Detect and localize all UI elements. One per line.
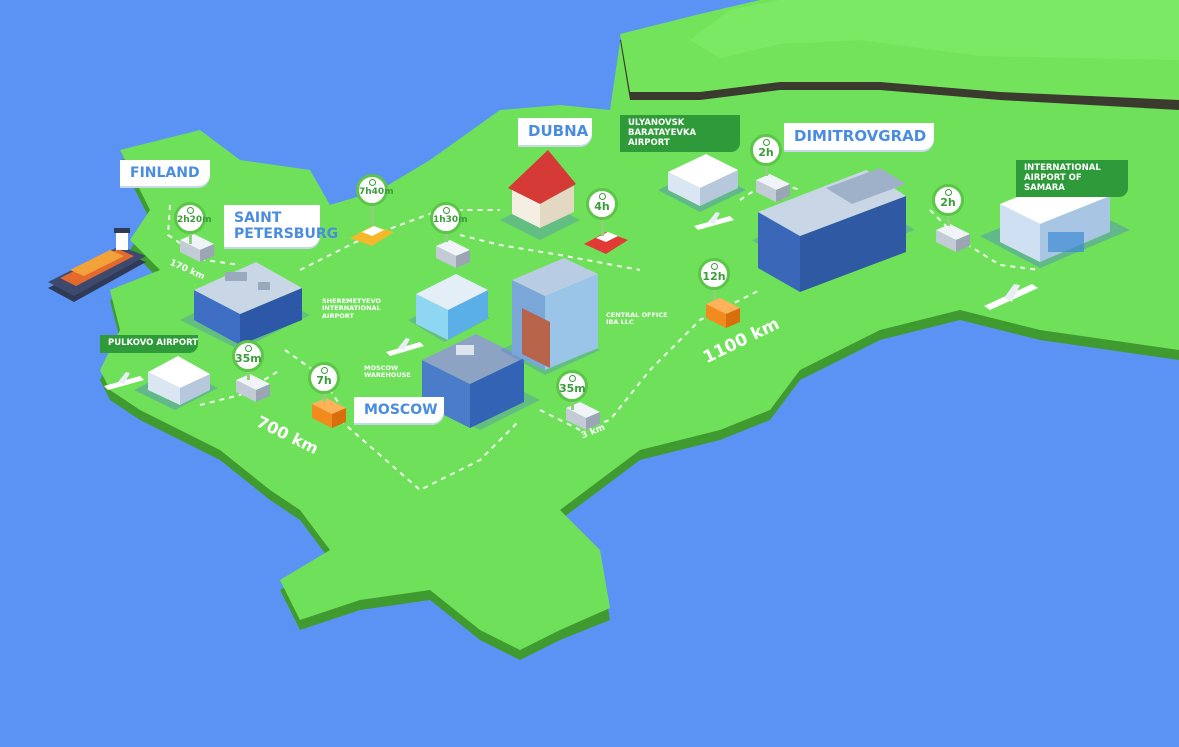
airplane-icon [386, 338, 424, 356]
car-icon [350, 226, 394, 246]
truck-icon [706, 298, 740, 328]
badge-pin [322, 392, 326, 402]
saint-petersburg-building [180, 262, 310, 350]
pulkovo-airport-building [134, 356, 218, 410]
clock-icon [320, 367, 328, 374]
time-badge-finland-spb: 2h20m [174, 202, 212, 234]
central-office-building [500, 258, 600, 375]
label-samara-airport: INTERNATIONAL AIRPORT OF SAMARA [1016, 160, 1128, 198]
time-badge-spb-pulkovo: 35m [232, 340, 264, 372]
sheremetyevo-terminal [408, 274, 490, 342]
clock-icon [442, 207, 450, 214]
label-dimitrovgrad: DIMITROVGRAD [784, 123, 934, 151]
truck-icon [236, 374, 270, 402]
label-pulkovo-airport: PULKOVO AIRPORT [100, 335, 198, 353]
label-dubna: DUBNA [518, 118, 592, 146]
airplane-icon [984, 284, 1038, 310]
label-saint-petersburg: SAINT PETERSBURG [224, 205, 338, 248]
time-badge-spb-dubna: 7h40m [356, 174, 394, 206]
badge-pin [600, 220, 604, 236]
clock-icon [762, 139, 770, 146]
label-ulyanovsk-airport: ULYANOVSK BARATAYEVKA AIRPORT [620, 115, 740, 153]
moscow-warehouse-building [420, 334, 540, 430]
label-central-office: CENTRAL OFFICE IBA LLC [606, 311, 668, 327]
time-badge-dubna-route: 1h30m [430, 202, 468, 234]
badge-pin [570, 402, 574, 410]
dimitrovgrad-complex [752, 168, 915, 292]
label-moscow-warehouse: MOSCOW WAREHOUSE [364, 364, 411, 380]
clock-icon [944, 189, 952, 196]
badge-pin [246, 370, 250, 380]
land-mass [100, 0, 1179, 660]
badge-pin [188, 232, 192, 244]
label-sheremetyevo: SHEREMETYEVO INTERNATIONAL AIRPORT [322, 297, 381, 320]
clock-icon [186, 207, 194, 214]
time-badge-moscow-office: 35m [556, 370, 588, 402]
truck-icon [436, 240, 470, 268]
truck-icon [312, 398, 346, 428]
truck-icon [756, 174, 790, 202]
label-moscow: MOSCOW [354, 397, 444, 424]
airplane-icon [104, 372, 144, 390]
clock-icon [368, 179, 376, 186]
time-badge-dimitrovgrad-samara: 2h [932, 184, 964, 216]
ulyanovsk-airport-building [658, 154, 746, 212]
badge-pin [946, 216, 950, 226]
dubna-house [500, 150, 580, 240]
clock-icon [710, 263, 718, 270]
truck-icon [936, 224, 970, 252]
badge-pin [764, 166, 768, 176]
label-finland: FINLAND [120, 160, 210, 187]
time-badge-moscow-dimitrovgrad: 12h [698, 258, 730, 290]
time-badge-spb-moscow: 7h [308, 362, 340, 394]
time-badge-dimitrovgrad-ulyanovsk: 2h [750, 134, 782, 166]
badge-pin [370, 206, 374, 226]
airplane-icon [694, 212, 734, 230]
car-icon [584, 232, 628, 254]
time-badge-dubna-car: 4h [586, 188, 618, 220]
badge-pin [444, 232, 448, 242]
clock-icon [568, 375, 576, 382]
truck-icon [566, 402, 600, 430]
badge-pin [712, 288, 716, 300]
clock-icon [598, 193, 606, 200]
clock-icon [244, 345, 252, 352]
cargo-ship-icon [48, 228, 146, 302]
